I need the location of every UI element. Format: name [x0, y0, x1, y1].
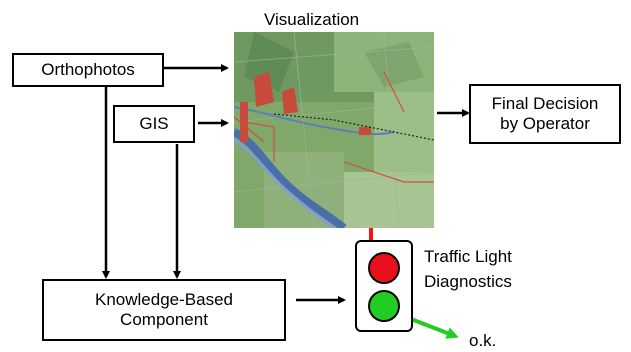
visualization-map-image — [234, 32, 434, 228]
visualization-title: Visualization — [264, 10, 360, 29]
red-lamp-icon — [368, 252, 400, 284]
orthophotos-label: Orthophotos — [41, 60, 135, 79]
ok-label: o.k. — [469, 331, 497, 350]
traffic-light-label-line1: Traffic Light — [424, 247, 512, 266]
final-decision-box: Final Decision by Operator — [469, 84, 621, 144]
gis-box: GIS — [113, 105, 195, 143]
final-decision-line1: Final Decision — [491, 94, 599, 113]
knowledge-based-box: Knowledge-Based Component — [42, 279, 286, 341]
knowledge-based-line2: Component — [120, 310, 208, 329]
knowledge-based-line1: Knowledge-Based — [95, 290, 233, 309]
traffic-light-label-line2: Diagnostics — [424, 272, 512, 291]
green-lamp-icon — [368, 290, 400, 322]
final-decision-line2: by Operator — [500, 114, 590, 133]
traffic-light — [355, 240, 413, 332]
orthophotos-box: Orthophotos — [12, 53, 164, 87]
gis-label: GIS — [139, 114, 169, 133]
